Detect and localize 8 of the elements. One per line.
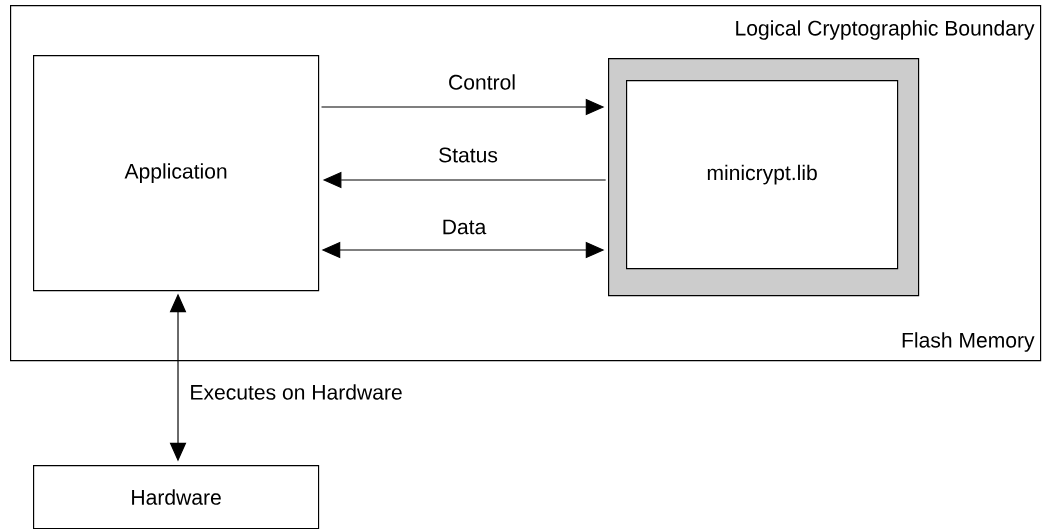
edge-label: Data <box>440 218 488 236</box>
edge-label: Status <box>436 146 500 164</box>
hardware-box: Hardware <box>33 465 320 529</box>
process-box: Application <box>33 55 320 292</box>
node-label: Logical Cryptographic Boundary <box>736 20 1035 40</box>
module-box: minicrypt.lib <box>626 80 899 270</box>
edge-label: Control <box>446 73 518 91</box>
edge-label: Executes on Hardware <box>188 383 404 401</box>
